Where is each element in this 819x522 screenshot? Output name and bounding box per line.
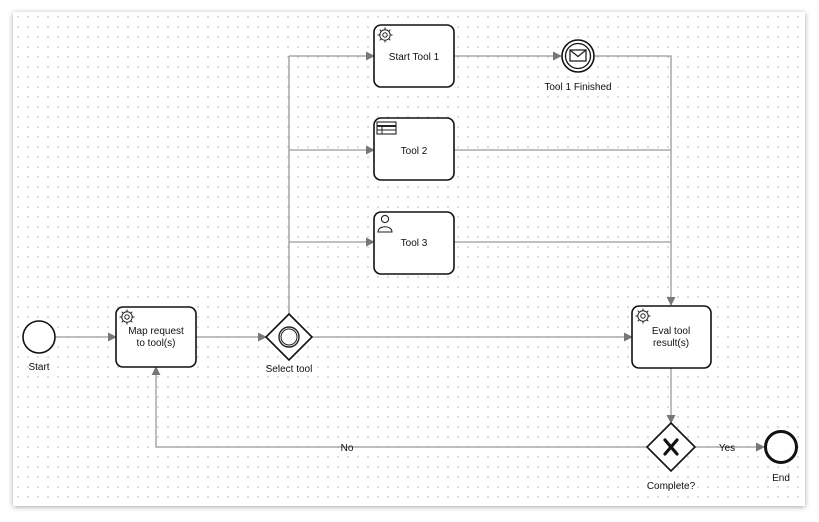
flow-tool3-to-eval[interactable]: [454, 241, 676, 306]
task-tool-2[interactable]: Tool 2: [373, 117, 455, 181]
x-icon: [663, 438, 679, 456]
task-eval-results-label-line2: result(s): [653, 338, 689, 349]
flow-label-no: No: [341, 443, 354, 454]
gateway-select-tool[interactable]: [264, 312, 314, 362]
task-map-request-label-line1: Map request: [128, 326, 184, 337]
event-tool1-finished[interactable]: [561, 39, 595, 73]
flow-label-yes: Yes: [719, 443, 735, 454]
envelope-icon: [569, 49, 587, 62]
start-event-circle: [22, 320, 56, 354]
event-tool1-finished-label: Tool 1 Finished: [544, 82, 611, 93]
start-event-label: Start: [28, 362, 49, 373]
task-eval-results-label-line1: Eval tool: [652, 326, 690, 337]
task-start-tool-1[interactable]: Start Tool 1: [373, 24, 455, 88]
task-map-request[interactable]: Map request to tool(s): [115, 306, 197, 368]
task-tool-2-label: Tool 2: [401, 146, 428, 157]
table-icon: [376, 121, 397, 135]
task-start-tool-1-label: Start Tool 1: [389, 52, 440, 63]
task-tool-3-box: [373, 211, 455, 275]
task-start-tool-1-box: [373, 24, 455, 88]
event-based-inner-icon: [280, 328, 298, 346]
task-tool-3[interactable]: Tool 3: [373, 211, 455, 275]
gear-icon: [119, 309, 135, 325]
gateway-select-tool-diamond: [264, 312, 314, 362]
task-map-request-box: [115, 306, 197, 368]
gear-icon: [377, 27, 393, 43]
end-event-circle: [764, 430, 798, 464]
task-map-request-label-line2: to tool(s): [137, 338, 176, 349]
start-event[interactable]: [22, 320, 56, 354]
task-eval-results[interactable]: Eval tool result(s): [631, 305, 712, 369]
gear-icon: [635, 308, 651, 324]
gateway-complete[interactable]: [645, 421, 697, 473]
end-event[interactable]: [764, 430, 798, 464]
flow-complete-no[interactable]: [151, 366, 647, 448]
event-based-icon: [278, 326, 300, 348]
flow-finished-to-eval[interactable]: [595, 55, 672, 242]
task-eval-results-box: [631, 305, 712, 369]
gateway-complete-label: Complete?: [647, 481, 696, 492]
task-tool-3-label: Tool 3: [401, 238, 428, 249]
end-event-label: End: [772, 473, 790, 484]
user-icon: [377, 214, 393, 233]
gateway-select-tool-label: Select tool: [266, 364, 313, 375]
